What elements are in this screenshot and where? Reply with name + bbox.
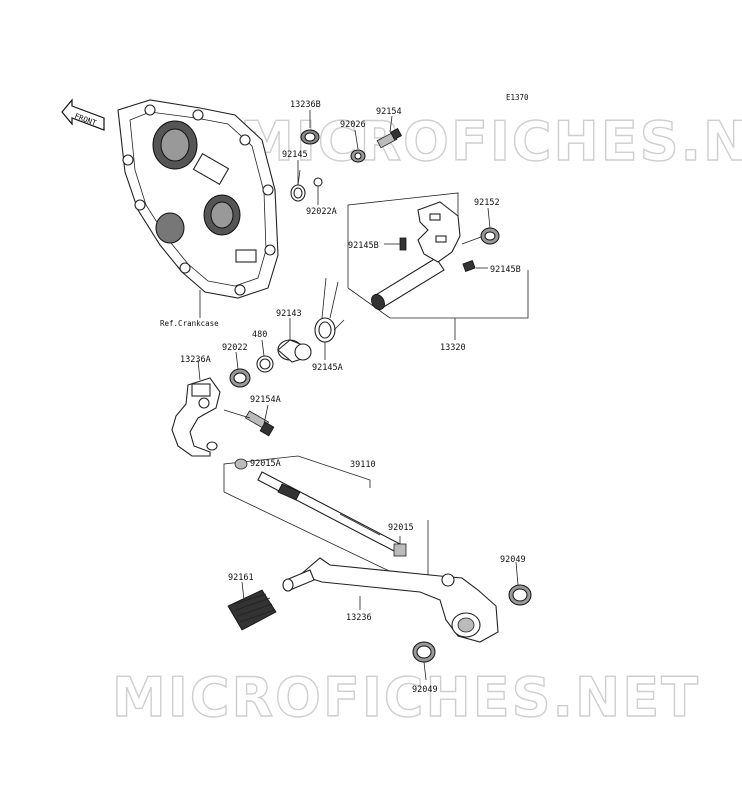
part-92022A [313,177,323,187]
label-92022: 92022 [222,343,248,353]
part-92143-collar [277,339,312,363]
watermark-top: MICROFICHES.NET [240,110,742,173]
part-92015-nut [393,543,407,557]
part-13320-shaft [371,201,461,310]
label-13236: 13236 [346,613,372,623]
bracket-13320-bottom [347,270,529,319]
diagram-code: E1370 [506,93,529,102]
label-13236B: 13236B [290,100,321,110]
bracket-39110-top [223,455,371,492]
part-92154 [376,128,402,149]
part-13236-pedal [282,557,499,643]
part-92026 [350,149,366,163]
label-92015: 92015 [388,523,414,533]
label-39110: 39110 [350,460,376,470]
label-92145B-left: 92145B [348,241,379,251]
part-92049-top [508,584,532,606]
label-92152: 92152 [474,198,500,208]
label-92026: 92026 [340,120,366,130]
label-92145B-right: 92145B [490,265,521,275]
part-480-clip [256,355,274,373]
label-92015A: 92015A [250,459,281,469]
watermark-bottom: MICROFICHES.NET [112,666,700,729]
ref-crankcase-label: Ref.Crankcase [160,319,219,328]
label-92154: 92154 [376,107,402,117]
part-92154A-bolt [244,410,275,437]
part-39110-rod [257,471,401,553]
crankcase-cover [117,99,279,299]
part-92015A-nut [234,458,248,470]
part-92145B-left [399,237,407,251]
label-92049-top: 92049 [500,555,526,565]
part-92161-rubber [227,589,277,631]
label-13320: 13320 [440,343,466,353]
part-13236A-arm [171,377,221,457]
part-92152 [480,227,500,245]
part-92145A-spring [314,277,345,343]
label-480: 480 [252,330,267,340]
label-92161: 92161 [228,573,254,583]
part-92022-washer [229,368,251,388]
label-92154A: 92154A [250,395,281,405]
label-92145: 92145 [282,150,308,160]
part-13236B [300,129,320,145]
part-92145B-right [462,260,476,272]
label-92145A: 92145A [312,363,343,373]
label-92022A: 92022A [306,207,337,217]
label-92143: 92143 [276,309,302,319]
part-92049-bottom [412,641,436,663]
label-92049-bottom: 92049 [412,685,438,695]
label-13236A: 13236A [180,355,211,365]
front-arrow-icon: FRONT [61,98,105,131]
